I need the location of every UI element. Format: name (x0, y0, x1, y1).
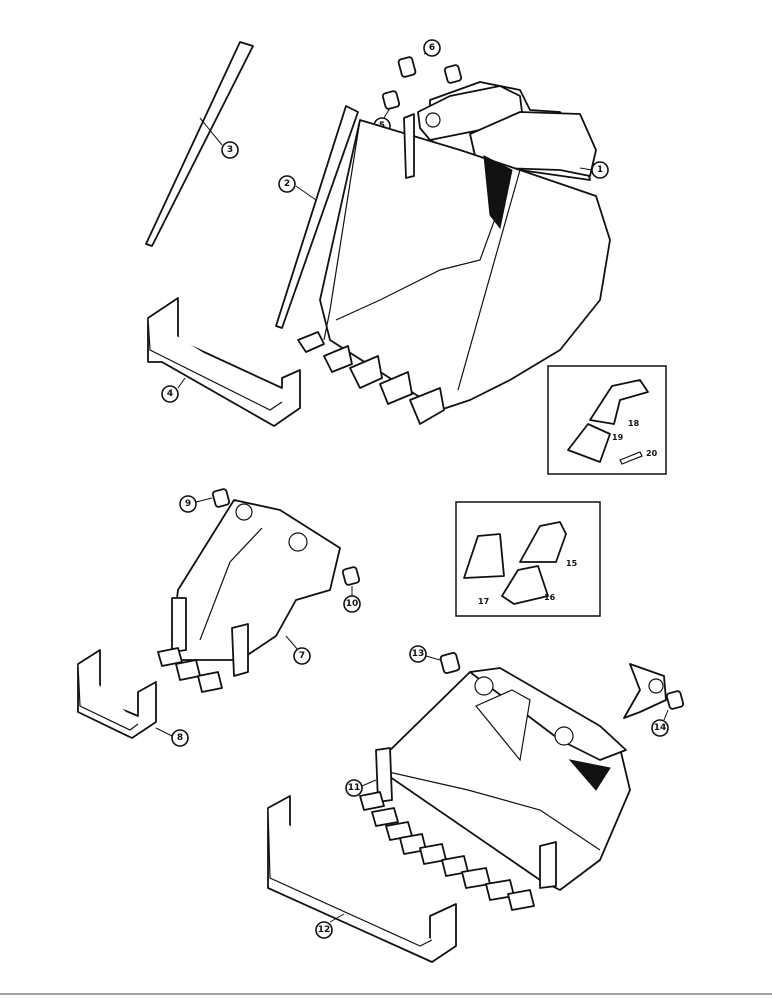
inset-a-adapter-label: 19 (612, 433, 624, 442)
side-cutter-part-2: 2 (275, 105, 359, 329)
callout-7: 7 (299, 651, 305, 661)
callout-2: 2 (284, 179, 290, 189)
bushings-part-9-10: 9 10 (179, 488, 361, 613)
inset-a-tooth-label: 18 (628, 419, 640, 428)
callout-circle (221, 141, 239, 159)
bucket-part-11: 11 (345, 667, 631, 911)
callout-4: 4 (167, 389, 173, 399)
guard-part-8: 8 (77, 649, 189, 747)
callout-3: 3 (227, 145, 233, 155)
bushings-part-5-6: 6 5 (373, 39, 463, 135)
tooth-inset-b: 15 17 16 (455, 501, 601, 617)
callout-14: 14 (654, 723, 667, 733)
guard-part-4: 4 (147, 297, 301, 427)
callout-11: 11 (348, 783, 361, 793)
guard-part-12: 12 (267, 795, 457, 963)
callout-6: 6 (429, 43, 435, 53)
bucket-part-7: 7 (157, 499, 341, 693)
bushings-part-13-14: 13 14 (409, 645, 685, 737)
side-cutter-part-3: 3 (145, 41, 254, 247)
callout-10: 10 (346, 599, 359, 609)
tooth-inset-a: 18 19 20 (547, 365, 667, 475)
bucket-part-1: 1 (297, 81, 611, 425)
inset-b-frame (455, 501, 601, 617)
inset-a-frame (547, 365, 667, 475)
callout-12: 12 (318, 925, 331, 935)
inset-b-adapter-a-label: 17 (478, 597, 489, 606)
inset-a-pin-label: 20 (646, 449, 658, 458)
inset-b-tooth-label: 15 (566, 559, 578, 568)
inset-b-adapter-b-label: 16 (544, 593, 556, 602)
callout-1: 1 (597, 165, 603, 175)
callout-8: 8 (177, 733, 183, 743)
callout-13: 13 (412, 649, 425, 659)
callout-9: 9 (185, 499, 191, 509)
